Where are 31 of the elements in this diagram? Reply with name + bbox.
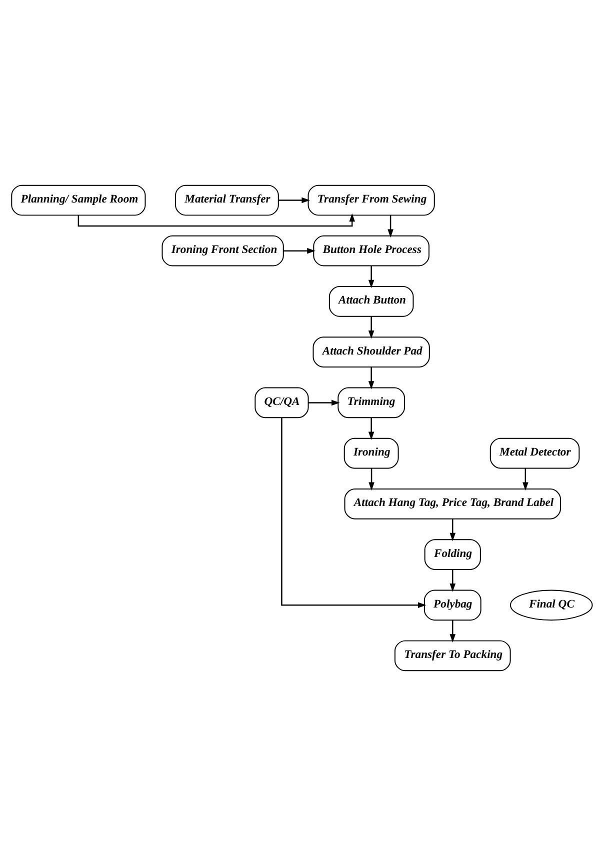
arrow <box>368 468 374 491</box>
arrow <box>368 266 374 288</box>
node-box: Transfer To Packing <box>394 640 511 672</box>
arrow <box>78 213 355 227</box>
node-box: Material Transfer <box>175 184 279 216</box>
node-box: Button Hole Process <box>313 235 430 266</box>
node-box: Planning/ Sample Room <box>11 184 146 216</box>
arrow <box>450 519 456 542</box>
arrow <box>368 418 374 440</box>
node-box: QC/QA <box>254 387 309 418</box>
node-box: Metal Detector <box>490 438 580 469</box>
arrow <box>450 570 456 592</box>
arrow <box>278 197 310 204</box>
node-box: Trimming <box>338 387 405 418</box>
arrow <box>388 215 394 238</box>
arrow <box>283 248 316 254</box>
node-box: Transfer From Sewing <box>308 184 435 216</box>
node-ellipse: Final QC <box>510 590 593 621</box>
arrow <box>308 400 340 406</box>
node-box: Ironing Front Section <box>162 235 284 266</box>
arrow <box>368 367 374 390</box>
node-box: Folding <box>424 539 481 570</box>
arrow <box>368 316 374 339</box>
arrow <box>281 418 426 608</box>
node-box: Ironing <box>344 438 399 469</box>
arrow <box>450 620 456 642</box>
node-box: Attach Shoulder Pad <box>312 336 430 368</box>
arrow <box>522 468 528 491</box>
node-box: Polybag <box>424 590 482 621</box>
node-box: Attach Hang Tag, Price Tag, Brand Label <box>344 488 561 520</box>
node-box: Attach Button <box>328 286 414 317</box>
